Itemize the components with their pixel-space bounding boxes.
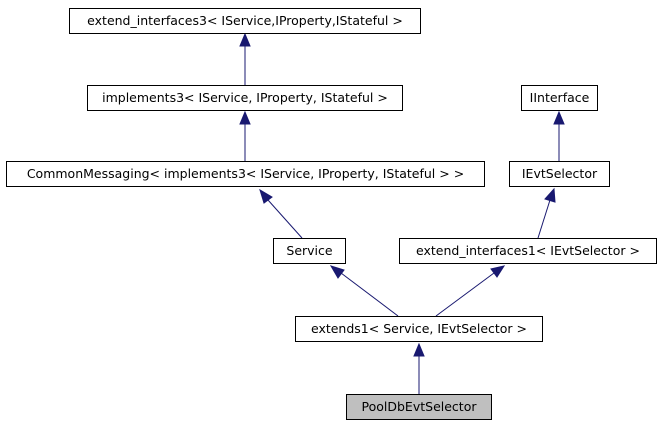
arrowhead-extend-interfaces1 (490, 265, 506, 278)
node-service[interactable]: Service (273, 238, 346, 264)
arrowhead-commonmessaging (259, 188, 273, 204)
node-ievtselector[interactable]: IEvtSelector (509, 161, 610, 187)
node-extends1[interactable]: extends1< Service, IEvtSelector > (295, 316, 543, 342)
edge-extend-interfaces1-to-ievtselector (537, 199, 551, 239)
arrowhead-implements3 (239, 110, 251, 125)
arrowhead-extends1 (413, 342, 425, 357)
arrowhead-ievtselector (544, 187, 556, 203)
node-implements3[interactable]: implements3< IService, IProperty, IState… (87, 85, 403, 111)
edge-extends1-to-service (340, 272, 399, 317)
node-iinterface[interactable]: IInterface (521, 85, 598, 111)
edge-extends1-to-extend-interfaces1 (435, 272, 495, 317)
arrowhead-iinterface (553, 110, 565, 125)
arrowhead-service (329, 265, 345, 279)
arrowhead-extend-interfaces3 (239, 32, 251, 47)
node-common-messaging[interactable]: CommonMessaging< implements3< IService, … (6, 161, 485, 187)
node-extend-interfaces3[interactable]: extend_interfaces3< IService,IProperty,I… (69, 8, 421, 34)
node-pooldbevtselector: PoolDbEvtSelector (346, 394, 492, 420)
node-extend-interfaces1[interactable]: extend_interfaces1< IEvtSelector > (399, 238, 657, 264)
edge-service-to-commonmessaging (267, 199, 303, 239)
